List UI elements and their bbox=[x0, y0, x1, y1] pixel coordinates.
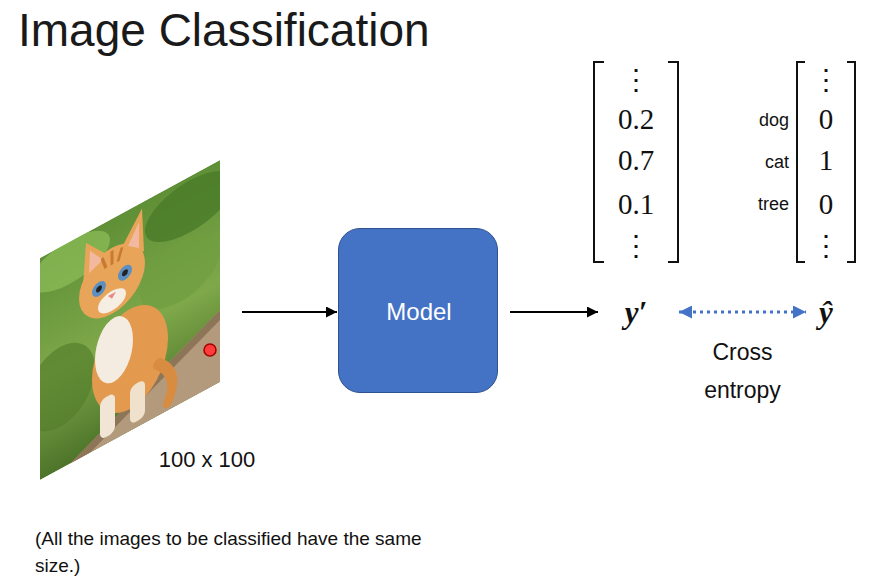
model-box: Model bbox=[338, 228, 498, 393]
arrow-connector bbox=[242, 311, 337, 313]
red-dot bbox=[204, 344, 216, 356]
bracket bbox=[594, 62, 604, 262]
image-size: 100 x 100 bbox=[159, 447, 256, 472]
class-label: tree bbox=[758, 194, 789, 215]
label-vector: ⋮ 0 1 0 ⋮ ŷ bbox=[794, 60, 858, 340]
ellipsis: ⋮ bbox=[622, 230, 650, 262]
vector-value: 0 bbox=[819, 103, 834, 136]
dotted-double-arrow bbox=[679, 311, 806, 314]
ellipsis: ⋮ bbox=[812, 64, 840, 96]
edge-label: Cross entropy bbox=[683, 334, 803, 410]
vector-value: 0 bbox=[819, 188, 834, 221]
bracket bbox=[847, 62, 855, 262]
vector-value: 0.7 bbox=[618, 144, 654, 177]
bracket bbox=[797, 62, 805, 262]
output-vector: ⋮ 0.2 0.7 0.1 ⋮ y′ bbox=[590, 60, 682, 340]
vector-value: 0.2 bbox=[618, 103, 654, 136]
bracket bbox=[668, 62, 678, 262]
title: Image Classification bbox=[18, 4, 430, 57]
arrow-connector bbox=[510, 311, 598, 313]
vector-value: 0.1 bbox=[618, 188, 654, 221]
vector-value: 1 bbox=[819, 144, 834, 177]
ellipsis: ⋮ bbox=[812, 230, 840, 262]
photo-frame bbox=[40, 160, 220, 480]
class-label: dog bbox=[759, 110, 789, 131]
box-label: Model bbox=[386, 298, 451, 326]
input-image: 100 x 100 bbox=[40, 160, 222, 480]
class-label: cat bbox=[765, 152, 789, 173]
vector-symbol: ŷ bbox=[819, 295, 833, 331]
vector-symbol: y′ bbox=[625, 295, 647, 331]
ellipsis: ⋮ bbox=[622, 64, 650, 96]
note: (All the images to be classified have th… bbox=[35, 526, 455, 579]
